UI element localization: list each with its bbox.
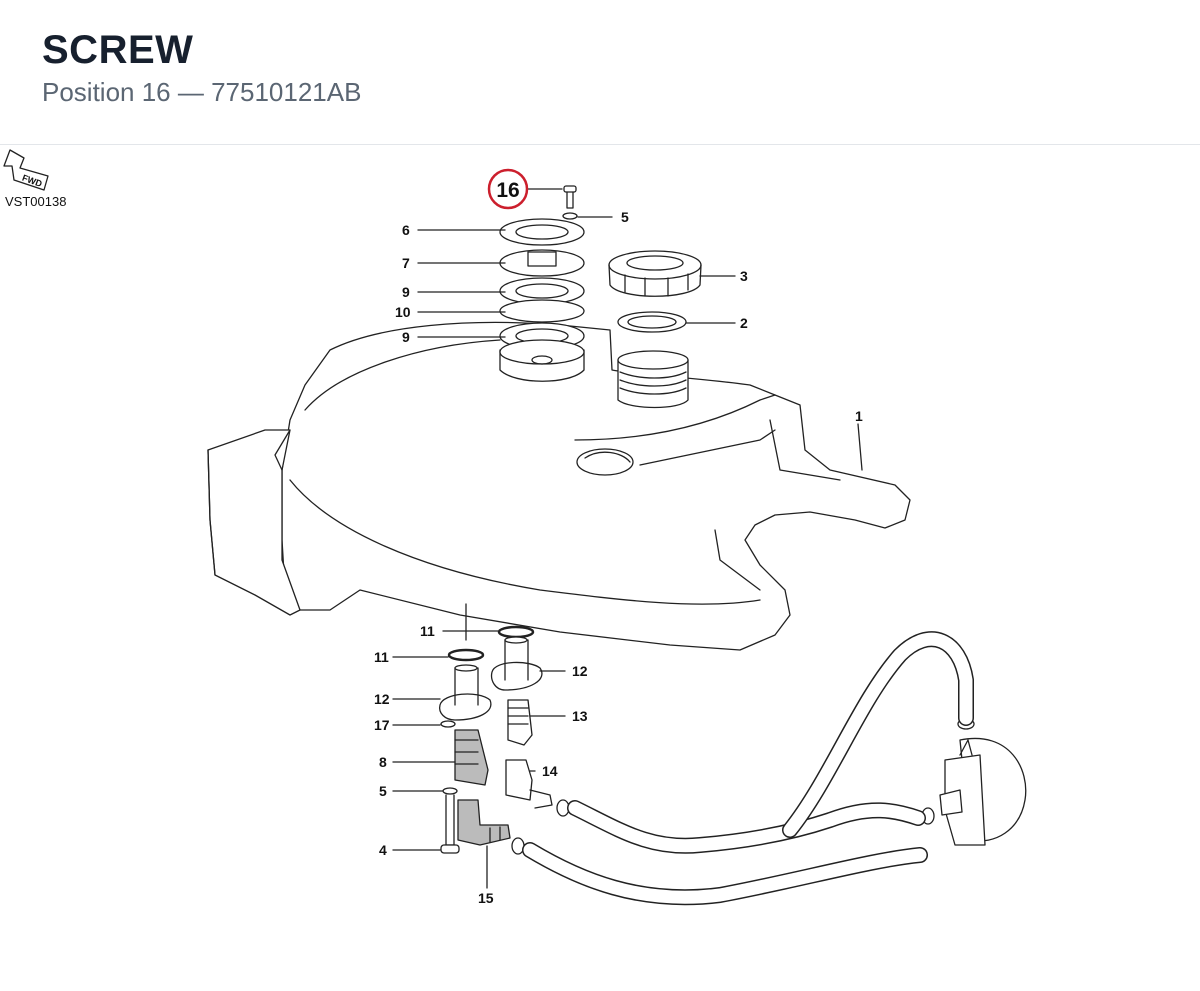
fuel-hose-loop: [782, 631, 974, 838]
callout-2[interactable]: 2: [740, 315, 748, 331]
fitting-13: [507, 699, 533, 746]
flange-12-left: [439, 664, 492, 721]
diagram-code: VST00138: [5, 194, 67, 209]
callout-9-lower[interactable]: 9: [402, 329, 410, 345]
callout-16[interactable]: 16: [496, 179, 519, 202]
callout-5-bottom[interactable]: 5: [379, 783, 387, 799]
fuel-tank: [207, 321, 911, 651]
filler-seal: [617, 311, 687, 333]
screw-16: [563, 185, 577, 209]
pump-flange-stack: [499, 218, 585, 382]
washer-5-bottom: [442, 787, 458, 795]
washer-5-top: [562, 212, 578, 220]
parts-diagram: FWD 16 5 6 7 9 10 9 3 2 1 11 11 12 12 13…: [3, 149, 1027, 906]
fitting-8: [454, 729, 489, 786]
fuel-pump: [939, 737, 1027, 846]
flange-12-right: [490, 636, 543, 691]
callout-8[interactable]: 8: [379, 754, 387, 770]
page-header: SCREW Position 16 — 77510121AB: [0, 0, 1200, 145]
callout-14[interactable]: 14: [542, 763, 558, 779]
filler-neck: [617, 350, 689, 409]
callout-11-lower[interactable]: 11: [374, 649, 389, 665]
callout-12-left[interactable]: 12: [374, 691, 390, 707]
leader-lines: [392, 188, 863, 889]
fitting-14: [505, 759, 553, 809]
fuel-hose-upper: [567, 800, 926, 854]
washer-17: [440, 720, 456, 728]
callout-17[interactable]: 17: [374, 717, 390, 733]
header-divider: [0, 144, 1200, 145]
fuel-hose-lower: [522, 842, 928, 906]
callout-1[interactable]: 1: [855, 408, 863, 424]
callout-4[interactable]: 4: [379, 842, 387, 858]
filler-cap: [608, 250, 702, 297]
callout-6[interactable]: 6: [402, 222, 410, 238]
page-subtitle: Position 16 — 77510121AB: [42, 77, 362, 107]
callout-15[interactable]: 15: [478, 890, 494, 906]
callout-13[interactable]: 13: [572, 708, 588, 724]
elbow-15: [457, 799, 511, 846]
callout-9-upper[interactable]: 9: [402, 284, 410, 300]
callout-3[interactable]: 3: [740, 268, 748, 284]
callout-11-upper[interactable]: 11: [420, 623, 435, 639]
callout-5-top[interactable]: 5: [621, 209, 629, 225]
bolt-4: [440, 794, 460, 854]
callout-7[interactable]: 7: [402, 255, 410, 271]
callout-10[interactable]: 10: [395, 304, 411, 320]
o-ring-11-left: [447, 648, 485, 662]
highlight-circle: [487, 168, 529, 210]
o-ring-11-right: [497, 625, 535, 639]
callout-12-right[interactable]: 12: [572, 663, 588, 679]
page-title: SCREW: [42, 28, 194, 72]
fwd-arrow-icon: [3, 149, 49, 191]
